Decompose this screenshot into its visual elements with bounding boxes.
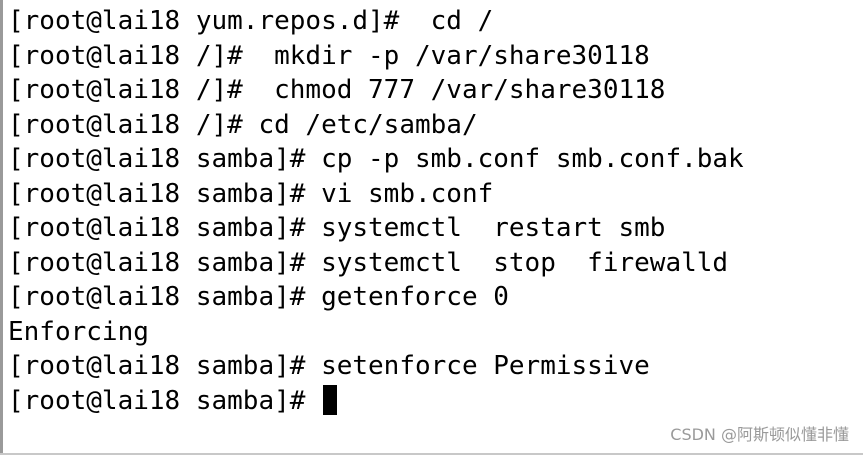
- window-left-border: [0, 0, 3, 455]
- terminal-prompt-line[interactable]: [root@lai18 samba]#: [8, 384, 744, 419]
- terminal-line: [root@lai18 samba]# systemctl restart sm…: [8, 213, 666, 243]
- terminal-prompt: [root@lai18 samba]#: [8, 385, 322, 416]
- terminal-line: [root@lai18 samba]# setenforce Permissiv…: [8, 351, 650, 381]
- csdn-watermark: CSDN @阿斯顿似懂非懂: [670, 425, 849, 444]
- terminal-line: Enforcing: [8, 316, 149, 347]
- terminal-line: [root@lai18 samba]# cp -p smb.conf smb.c…: [8, 144, 744, 174]
- terminal-cursor: [323, 384, 338, 415]
- terminal-line: [root@lai18 samba]# vi smb.conf: [8, 178, 494, 209]
- terminal-line: [root@lai18 /]# chmod 777 /var/share3011…: [8, 75, 666, 105]
- terminal-line: [root@lai18 yum.repos.d]# cd /: [8, 6, 494, 36]
- terminal-line: [root@lai18 samba]# getenforce 0: [8, 282, 509, 312]
- terminal-line: [root@lai18 samba]# systemctl stop firew…: [8, 247, 729, 278]
- terminal-line: [root@lai18 /]# mkdir -p /var/share30118: [8, 40, 650, 71]
- terminal-line: [root@lai18 /]# cd /etc/samba/: [8, 109, 478, 140]
- window-bottom-border: [0, 453, 863, 455]
- terminal-output: [root@lai18 yum.repos.d]# cd / [root@lai…: [8, 4, 744, 418]
